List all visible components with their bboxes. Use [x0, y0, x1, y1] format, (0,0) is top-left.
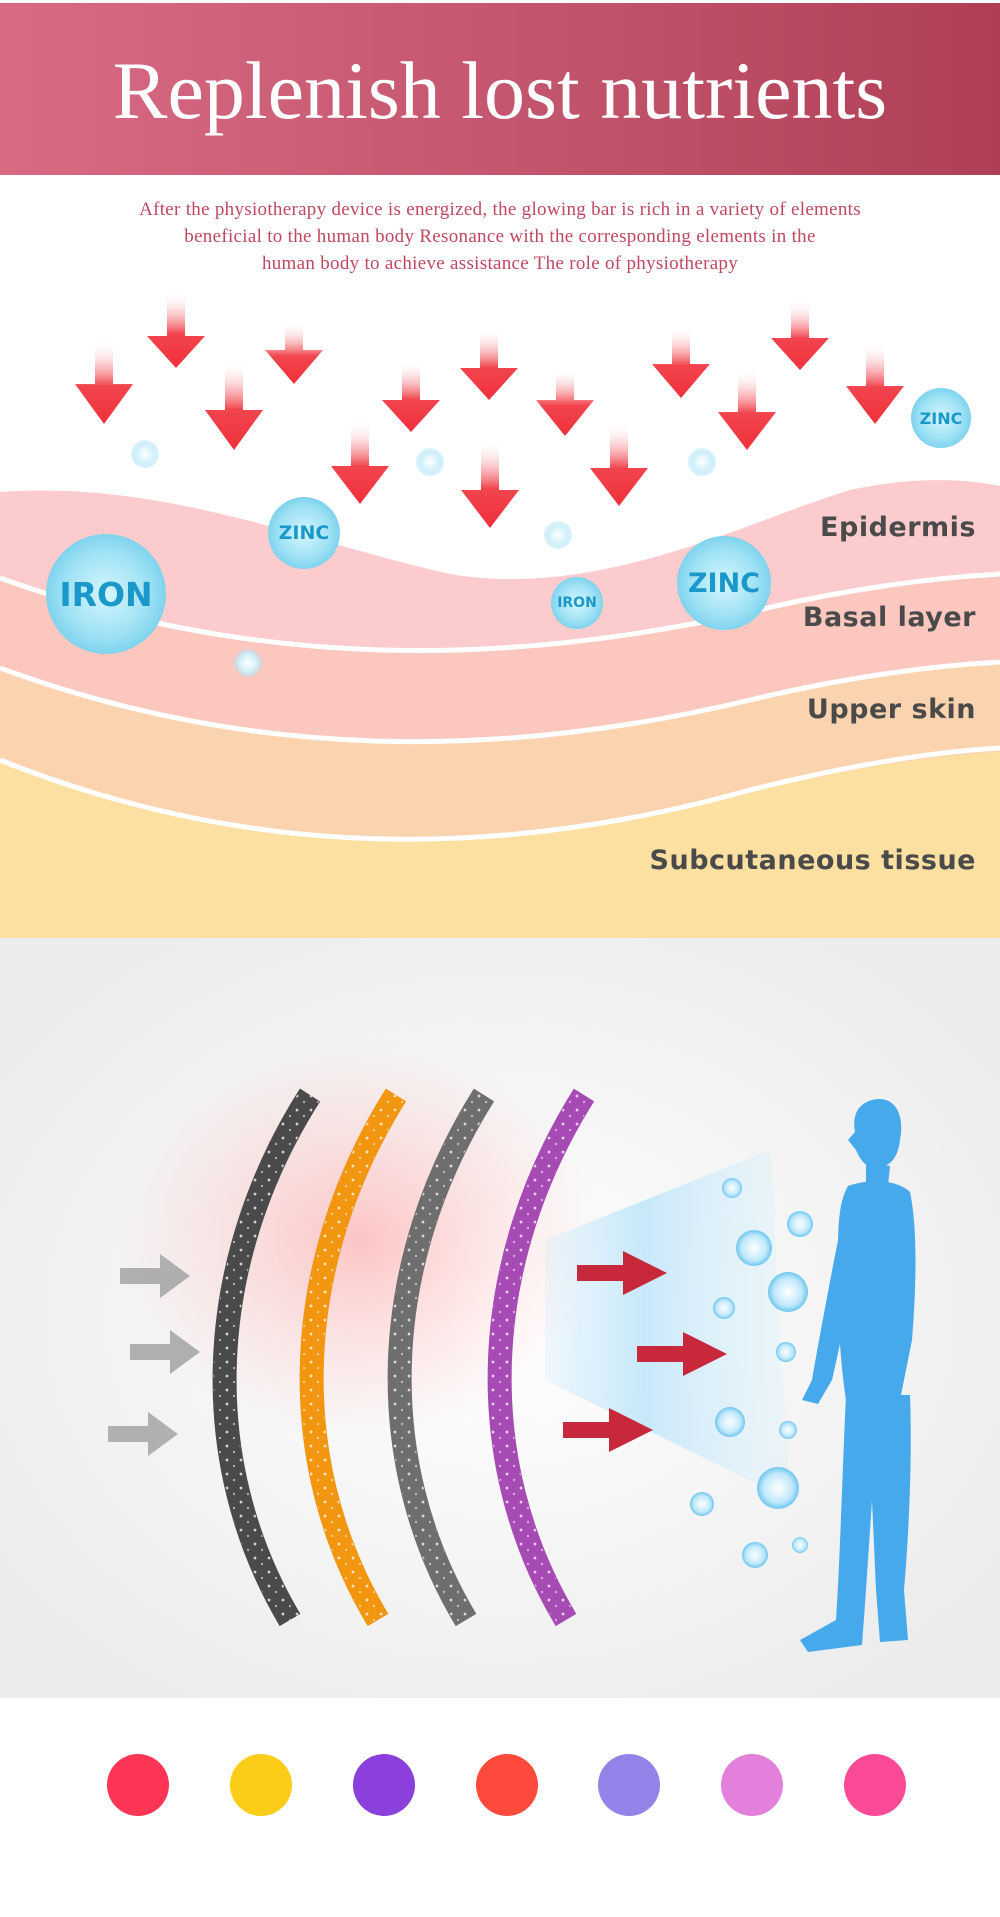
- intro-line: After the physiotherapy device is energi…: [139, 199, 861, 220]
- zinc-bubble: [268, 497, 340, 569]
- human-silhouette-icon: [800, 1098, 916, 1652]
- arrow-icon: [460, 328, 518, 400]
- arrow-icon: [75, 340, 133, 424]
- red-arrows: [75, 292, 904, 528]
- arrow-icon: [461, 440, 519, 528]
- emission-arrows: [563, 1251, 727, 1452]
- red-glow: [120, 1040, 600, 1440]
- beam-bubble: [776, 1342, 796, 1362]
- beam-bubble: [787, 1211, 813, 1237]
- iron-label: IRON: [59, 575, 153, 614]
- color-swatch-pink: [721, 1754, 783, 1816]
- iron-bubble-large: [46, 534, 166, 654]
- arrow-icon: [147, 292, 205, 368]
- color-swatch-purple: [353, 1754, 415, 1816]
- bar-gray-specks: [388, 1089, 494, 1626]
- beam-bubble: [792, 1537, 808, 1553]
- arrow-icon: [331, 420, 389, 504]
- subcutaneous-band: [0, 748, 1000, 938]
- label-subcutaneous: Subcutaneous tissue: [649, 845, 976, 876]
- gray-arrow-icon: [108, 1412, 178, 1456]
- arrow-icon: [652, 326, 710, 398]
- zinc-label: ZINC: [278, 522, 330, 544]
- legs-shape: [800, 1395, 911, 1652]
- arrow-icon: [846, 342, 904, 424]
- arrow-icon: [265, 322, 323, 384]
- layer-divider: [0, 745, 1000, 842]
- arrow-icon: [718, 368, 776, 450]
- color-swatch-orange-red: [476, 1754, 538, 1816]
- arrow-icon: [771, 300, 829, 370]
- gray-arrow-icon: [120, 1254, 190, 1298]
- beam-bubble: [736, 1230, 772, 1266]
- arrow-icon: [536, 368, 594, 436]
- beam-bubble: [757, 1467, 799, 1509]
- small-bubble: [416, 448, 444, 476]
- skin-diagram: [0, 292, 1000, 938]
- zinc-bubble-small: [911, 388, 971, 448]
- arrow-icon: [205, 360, 263, 450]
- beam-bubble: [715, 1407, 745, 1437]
- arrow-icon: [382, 360, 440, 432]
- beam-bubble: [779, 1421, 797, 1439]
- bar-dark-specks: [213, 1089, 320, 1626]
- beam-bubble: [722, 1178, 742, 1198]
- arrow-icon: [590, 422, 648, 506]
- beam-bubbles: [690, 1178, 813, 1568]
- intro-line: human body to achieve assistance The rol…: [261, 253, 739, 274]
- layer-divider: [0, 659, 1000, 745]
- intro-text: After the physiotherapy device is energi…: [40, 196, 960, 277]
- color-swatch-yellow: [230, 1754, 292, 1816]
- red-arrow-icon: [577, 1251, 667, 1295]
- small-bubble: [688, 448, 716, 476]
- small-bubble: [544, 521, 572, 549]
- color-swatch-red: [107, 1754, 169, 1816]
- iron-bubble-small: [551, 577, 603, 629]
- label-epidermis: Epidermis: [820, 512, 976, 543]
- zinc-label-large: ZINC: [687, 568, 761, 599]
- label-upper-skin: Upper skin: [806, 694, 976, 725]
- gray-arrow-icon: [130, 1330, 200, 1374]
- bar-orange-specks: [300, 1089, 406, 1626]
- iron-label-small: IRON: [557, 595, 597, 611]
- red-arrow-icon: [563, 1408, 653, 1452]
- layer-divider: [0, 571, 1000, 653]
- beam-bubble: [742, 1542, 768, 1568]
- small-bubble: [234, 649, 262, 677]
- color-swatch-lavender: [598, 1754, 660, 1816]
- zinc-label-small: ZINC: [919, 409, 963, 428]
- bar-purple-specks: [488, 1089, 594, 1626]
- beam-bubble: [768, 1272, 808, 1312]
- gray-arrows: [108, 1254, 200, 1456]
- beam-bubble: [713, 1297, 735, 1319]
- label-basal-layer: Basal layer: [802, 602, 976, 633]
- red-arrow-icon: [637, 1332, 727, 1376]
- arm-shape: [802, 1200, 860, 1404]
- zinc-bubble-large: [677, 536, 771, 630]
- head-shape: [848, 1098, 902, 1169]
- page-title: Replenish lost nutrients: [112, 45, 888, 136]
- small-bubble: [131, 440, 159, 468]
- header-banner: Replenish lost nutrients: [0, 3, 1000, 175]
- upper-skin-band: [0, 662, 1000, 839]
- neck-shape: [866, 1162, 890, 1186]
- color-swatch-magenta: [844, 1754, 906, 1816]
- intro-line: beneficial to the human body Resonance w…: [184, 226, 816, 247]
- beam-bubble: [690, 1492, 714, 1516]
